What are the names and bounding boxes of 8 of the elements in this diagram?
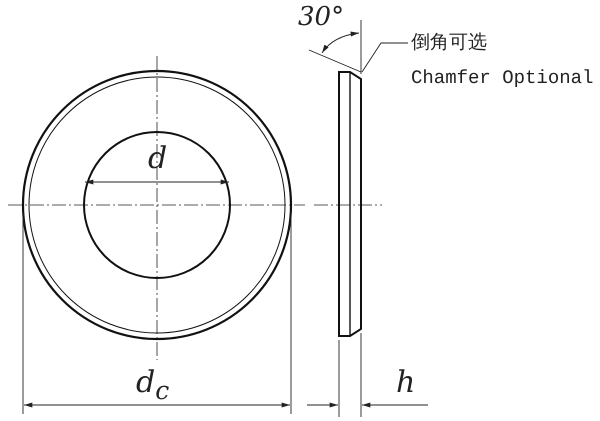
callout-text: Chamfer Optional (411, 68, 594, 89)
angle-label: 30° (298, 4, 344, 30)
dimension-label: h (396, 368, 416, 398)
washer-side-view-drawing (338, 71, 362, 337)
leader-line (362, 42, 408, 72)
dimension-label: d$_{c}$ (136, 368, 170, 403)
dimension-label: d (148, 144, 168, 174)
callout-text: 倒角可选 (411, 31, 488, 54)
